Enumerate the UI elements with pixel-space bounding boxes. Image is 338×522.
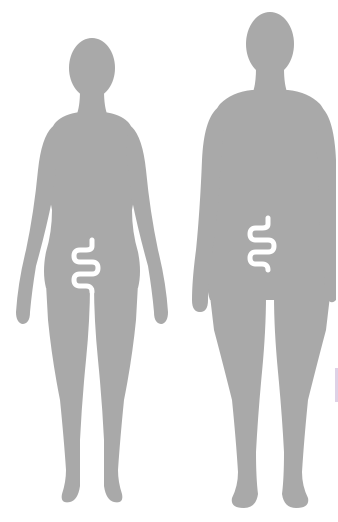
male-figure [192, 12, 336, 508]
male-head [246, 12, 294, 76]
female-left-leg [46, 284, 90, 502]
female-figure [16, 38, 168, 502]
female-right-leg [94, 284, 138, 502]
female-head [69, 38, 115, 98]
male-right-leg [274, 296, 330, 508]
male-left-leg [210, 296, 266, 508]
